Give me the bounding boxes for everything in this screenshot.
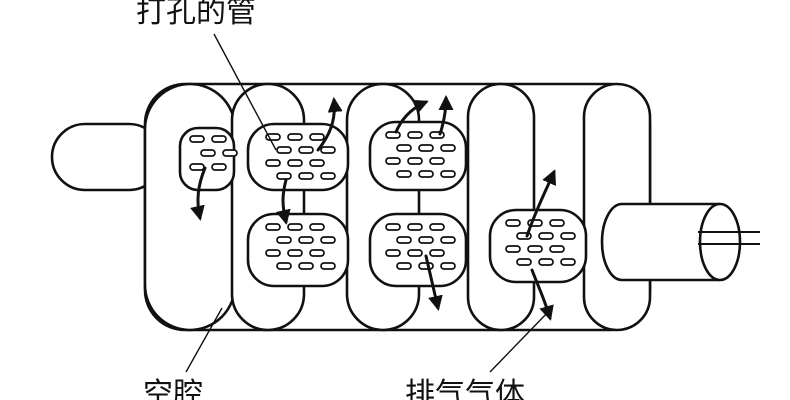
perforation-hole	[385, 223, 401, 231]
baffle-1	[143, 82, 237, 332]
perforation-hole	[211, 163, 227, 171]
perforation-hole	[440, 144, 456, 152]
perforation-hole	[516, 258, 532, 266]
perforated-tube	[178, 126, 236, 192]
perforation-hole	[320, 236, 336, 244]
perforation-hole	[265, 223, 281, 231]
perforation-hole	[309, 133, 325, 141]
perforation-hole	[396, 262, 412, 270]
outlet-pipe-opening	[698, 202, 742, 282]
perforation-hole	[538, 232, 554, 240]
perforation-hole	[320, 146, 336, 154]
perforation-hole	[396, 170, 412, 178]
perforation-hole	[418, 236, 434, 244]
perforation-hole	[287, 249, 303, 257]
perforation-hole	[440, 170, 456, 178]
flow-arrow	[394, 99, 429, 134]
perforation-hole	[396, 236, 412, 244]
perforation-hole	[407, 131, 423, 139]
flow-arrow	[190, 166, 207, 221]
baffle-2	[230, 82, 306, 332]
perforation-hole	[320, 262, 336, 270]
perforation-hole	[549, 219, 565, 227]
perforation-hole	[287, 159, 303, 167]
perforation-hole	[538, 258, 554, 266]
perforation-hole	[298, 172, 314, 180]
perforation-hole	[385, 131, 401, 139]
label-cavity: 空腔	[143, 377, 203, 400]
perforation-hole	[429, 223, 445, 231]
perforation-hole	[320, 172, 336, 180]
perforation-hole	[276, 146, 292, 154]
perforation-hole	[265, 249, 281, 257]
flow-arrow	[530, 268, 554, 321]
perforation-hole	[407, 249, 423, 257]
perforation-hole	[560, 258, 576, 266]
perforation-hole	[440, 236, 456, 244]
leader-line-cavity	[185, 307, 223, 373]
perforation-hole	[298, 262, 314, 270]
perforation-hole	[407, 157, 423, 165]
flow-arrow	[316, 97, 343, 152]
flow-arrow	[424, 254, 443, 311]
perforation-hole	[265, 159, 281, 167]
perforation-hole	[429, 157, 445, 165]
perforation-hole	[309, 159, 325, 167]
perforation-hole	[309, 223, 325, 231]
perforation-hole	[505, 219, 521, 227]
perforation-hole	[211, 135, 227, 143]
perforation-hole	[276, 236, 292, 244]
outlet-pipe	[600, 202, 720, 282]
perforation-hole	[549, 245, 565, 253]
perforation-hole	[527, 245, 543, 253]
perforation-hole	[385, 157, 401, 165]
leader-line-exhaust-gas	[489, 307, 553, 373]
perforation-hole	[418, 262, 434, 270]
perforation-hole	[429, 249, 445, 257]
perforation-hole	[418, 144, 434, 152]
perforation-hole	[385, 249, 401, 257]
label-exhaust-gas: 排气气体	[405, 377, 525, 400]
perforation-hole	[309, 249, 325, 257]
flow-arrow	[438, 95, 454, 136]
flow-arrow	[525, 169, 556, 238]
perforation-hole	[440, 262, 456, 270]
perforation-hole	[418, 170, 434, 178]
perforation-hole	[407, 223, 423, 231]
leader-line-perforated-tube	[213, 33, 277, 151]
perforation-hole	[287, 133, 303, 141]
perforation-hole	[189, 163, 205, 171]
perforation-hole	[276, 262, 292, 270]
label-perforated-tube: 打孔的管	[136, 0, 256, 30]
perforation-hole	[396, 144, 412, 152]
perforation-hole	[200, 149, 216, 157]
perforation-hole	[189, 135, 205, 143]
flow-arrow	[275, 178, 291, 225]
perforation-hole	[276, 172, 292, 180]
perforation-hole	[298, 236, 314, 244]
perforation-hole	[287, 223, 303, 231]
perforation-hole	[505, 245, 521, 253]
baffle-4	[466, 82, 536, 332]
perforation-hole	[298, 146, 314, 154]
perforation-hole	[222, 149, 238, 157]
perforation-hole	[560, 232, 576, 240]
